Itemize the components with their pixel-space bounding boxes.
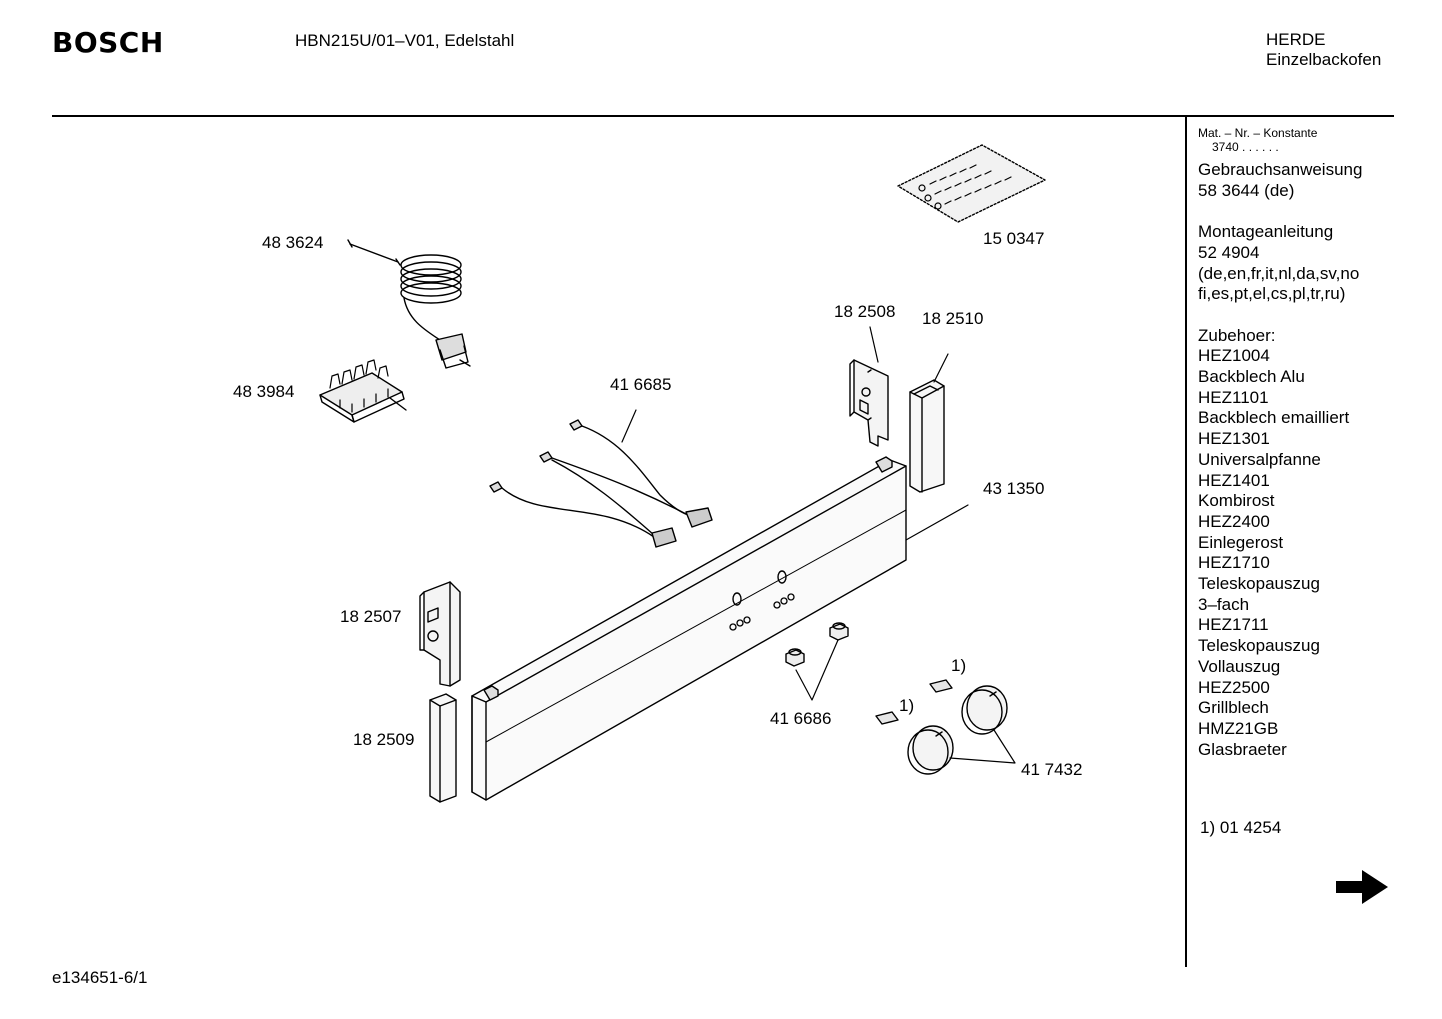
doc-line: HEZ1004 bbox=[1198, 346, 1270, 366]
leader-416685 bbox=[621, 409, 637, 443]
right-arrow-icon[interactable] bbox=[1330, 864, 1392, 915]
document-id: e134651-6/1 bbox=[52, 968, 148, 987]
doc-line: Teleskopauszug bbox=[1198, 574, 1320, 594]
doc-line: Glasbraeter bbox=[1198, 739, 1287, 759]
doc-line: Backblech Alu bbox=[1198, 367, 1305, 387]
doc-line: (de,en,fr,it,nl,da,sv,no bbox=[1198, 263, 1360, 283]
parts-sidebar: Mat. – Nr. – Konstante 3740 . . . . . . … bbox=[1198, 126, 1388, 760]
label-43-1350: 43 1350 bbox=[983, 479, 1045, 498]
knob-parts bbox=[875, 679, 1016, 775]
label-18-2508: 18 2508 bbox=[834, 302, 896, 321]
knob-shaft-parts bbox=[785, 622, 849, 701]
footnote-marker-lower: 1) bbox=[899, 696, 915, 715]
doc-line: Grillblech bbox=[1198, 698, 1269, 718]
spacer bbox=[1198, 305, 1388, 326]
sidebar-divider bbox=[1185, 117, 1187, 967]
footnote-marker-upper: 1) bbox=[951, 656, 967, 675]
leader-431350 bbox=[905, 504, 969, 541]
label-18-2509: 18 2509 bbox=[353, 730, 415, 749]
selector-switch-part bbox=[319, 359, 407, 423]
right-end-cap-part bbox=[909, 379, 945, 493]
doc-line: HEZ2500 bbox=[1198, 677, 1270, 697]
doc-line: Vollauszug bbox=[1198, 656, 1281, 676]
category: HERDE Einzelbackofen bbox=[1266, 30, 1381, 70]
label-18-2507: 18 2507 bbox=[340, 607, 402, 626]
doc-line: 58 3644 (de) bbox=[1198, 180, 1295, 200]
label-41-6686: 41 6686 bbox=[770, 709, 832, 728]
doc-line: Kombirost bbox=[1198, 491, 1275, 511]
leader-182510 bbox=[933, 353, 949, 383]
doc-line: HEZ1710 bbox=[1198, 553, 1270, 573]
brand-logo: BOSCH bbox=[52, 26, 164, 59]
doc-line: HEZ1301 bbox=[1198, 429, 1270, 449]
doc-line: Einlegerost bbox=[1198, 532, 1284, 552]
doc-line: 3–fach bbox=[1198, 594, 1250, 614]
mat-constant: 3740 . . . . . . bbox=[1212, 140, 1279, 154]
doc-line: Zubehoer: bbox=[1198, 325, 1276, 345]
model-title: HBN215U/01–V01, Edelstahl bbox=[295, 31, 515, 50]
control-panel-part bbox=[471, 456, 907, 801]
left-end-cap-part bbox=[429, 693, 457, 803]
left-bracket-part bbox=[419, 581, 461, 687]
screw-bag-part bbox=[897, 144, 1046, 223]
spacer bbox=[1198, 201, 1388, 222]
doc-line: HEZ2400 bbox=[1198, 511, 1270, 531]
doc-line: Teleskopauszug bbox=[1198, 636, 1320, 656]
leader-182508 bbox=[869, 326, 879, 363]
doc-line: HEZ1101 bbox=[1198, 387, 1269, 407]
doc-line: HMZ21GB bbox=[1198, 718, 1279, 738]
label-15-0347: 15 0347 bbox=[983, 229, 1045, 248]
category-line-2: Einzelbackofen bbox=[1266, 50, 1382, 69]
right-bracket-part bbox=[849, 359, 889, 447]
doc-line: fi,es,pt,el,cs,pl,tr,ru) bbox=[1198, 284, 1346, 304]
doc-line: Universalpfanne bbox=[1198, 449, 1321, 469]
doc-line: HEZ1401 bbox=[1198, 470, 1270, 490]
thermostat-part bbox=[347, 239, 471, 369]
exploded-parts-diagram bbox=[319, 144, 1046, 803]
wiring-harness-part bbox=[489, 419, 713, 548]
label-48-3984: 48 3984 bbox=[233, 382, 295, 401]
doc-line: Montageanleitung bbox=[1198, 222, 1334, 242]
category-line-1: HERDE bbox=[1266, 30, 1326, 49]
footnote: 1) 01 4254 bbox=[1200, 818, 1282, 837]
label-41-6685: 41 6685 bbox=[610, 375, 672, 394]
doc-line: Gebrauchsanweisung bbox=[1198, 160, 1363, 179]
doc-line: HEZ1711 bbox=[1198, 615, 1269, 635]
doc-line: 52 4904 bbox=[1198, 242, 1260, 262]
label-41-7432: 41 7432 bbox=[1021, 760, 1083, 779]
header-divider bbox=[52, 115, 1394, 117]
label-18-2510: 18 2510 bbox=[922, 309, 984, 328]
doc-line: Backblech emailliert bbox=[1198, 408, 1350, 428]
mat-label: Mat. – Nr. – Konstante bbox=[1198, 126, 1318, 140]
label-48-3624: 48 3624 bbox=[262, 233, 324, 252]
